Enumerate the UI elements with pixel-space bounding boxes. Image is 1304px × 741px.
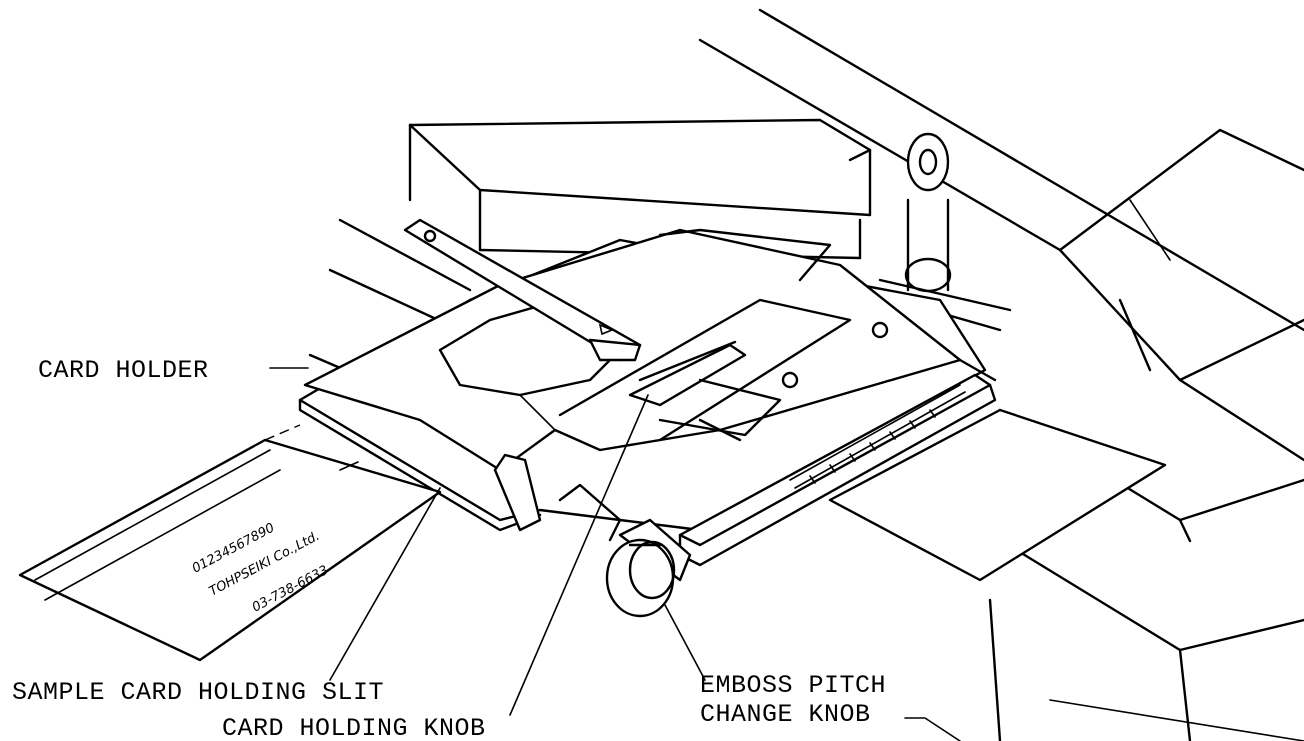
label-card-holder: CARD HOLDER bbox=[38, 356, 209, 385]
machine-housing bbox=[698, 8, 1304, 741]
emboss-pitch-change-knob bbox=[605, 518, 692, 618]
pointer-bar bbox=[403, 218, 642, 362]
side-bolt bbox=[904, 132, 952, 293]
right-card-plate bbox=[828, 408, 1167, 582]
label-card-holding-knob: CARD HOLDING KNOB bbox=[222, 714, 486, 741]
label-emboss-line2: CHANGE KNOB bbox=[700, 700, 871, 729]
sample-card: 01234567890 TOHPSEIKI Co.,Ltd. 03-738-66… bbox=[18, 424, 442, 662]
card-holding-knob-assembly bbox=[558, 298, 889, 442]
emboss-pitch-rack bbox=[678, 358, 997, 567]
card-guide-post bbox=[493, 453, 622, 542]
label-sample-card-slit: SAMPLE CARD HOLDING SLIT bbox=[12, 678, 384, 707]
label-emboss-line1: EMBOSS PITCH bbox=[700, 671, 886, 700]
leader-lines bbox=[269, 367, 961, 741]
emboss-head-block bbox=[408, 118, 872, 260]
